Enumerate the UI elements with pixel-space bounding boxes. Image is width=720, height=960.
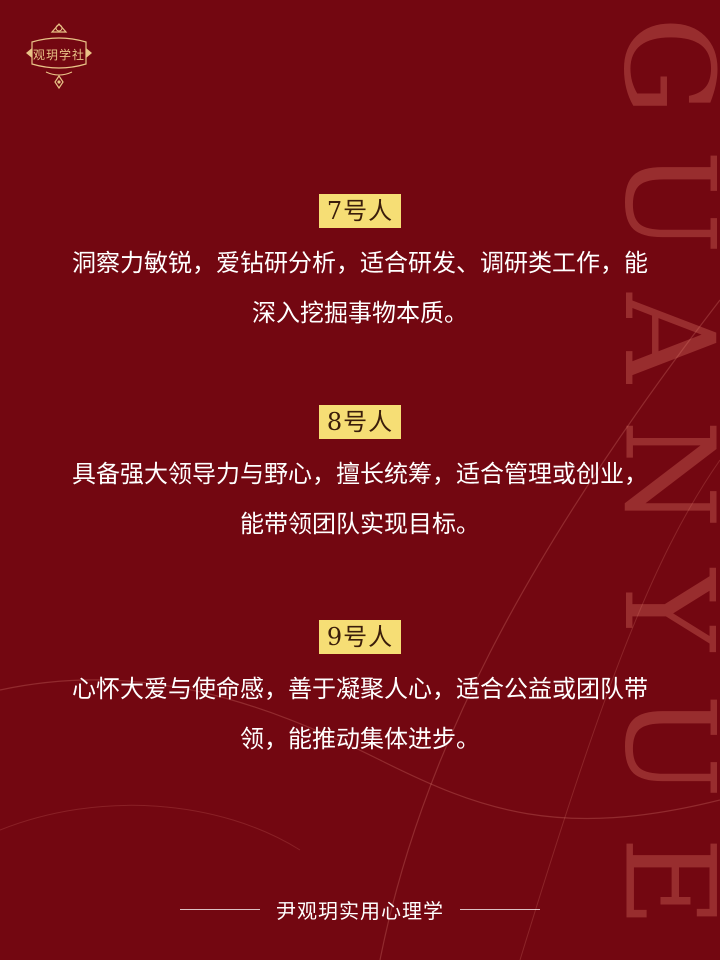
- body-line: 能带领团队实现目标。: [240, 510, 480, 538]
- section-7: 7号人 洞察力敏锐，爱钻研分析，适合研发、调研类工作，能 深入挖掘事物本质。: [0, 194, 720, 338]
- footer: 尹观玥实用心理学: [0, 895, 720, 924]
- body-line: 深入挖掘事物本质。: [252, 299, 468, 327]
- section-8: 8号人 具备强大领导力与野心，擅长统筹，适合管理或创业， 能带领团队实现目标。: [0, 405, 720, 549]
- section-body: 具备强大领导力与野心，擅长统筹，适合管理或创业， 能带领团队实现目标。: [40, 449, 680, 549]
- section-heading: 8号人: [318, 405, 402, 439]
- footer-divider-left: [180, 909, 260, 910]
- section-heading: 9号人: [318, 620, 402, 654]
- footer-text: 尹观玥实用心理学: [276, 899, 444, 923]
- body-line: 心怀大爱与使命感，善于凝聚人心，适合公益或团队带: [72, 675, 648, 703]
- body-line: 洞察力敏锐，爱钻研分析，适合研发、调研类工作，能: [72, 249, 648, 277]
- section-body: 心怀大爱与使命感，善于凝聚人心，适合公益或团队带 领，能推动集体进步。: [40, 664, 680, 764]
- section-body: 洞察力敏锐，爱钻研分析，适合研发、调研类工作，能 深入挖掘事物本质。: [40, 238, 680, 338]
- footer-divider-right: [460, 909, 540, 910]
- logo-text: 观玥学社: [32, 48, 85, 62]
- section-9: 9号人 心怀大爱与使命感，善于凝聚人心，适合公益或团队带 领，能推动集体进步。: [0, 620, 720, 764]
- watermark-letter: G: [596, 16, 720, 115]
- body-line: 具备强大领导力与野心，擅长统筹，适合管理或创业，: [72, 460, 648, 488]
- body-line: 领，能推动集体进步。: [240, 725, 480, 753]
- section-heading: 7号人: [318, 194, 402, 228]
- logo-emblem-icon: [26, 23, 92, 90]
- brand-logo: 观玥学社: [22, 18, 96, 92]
